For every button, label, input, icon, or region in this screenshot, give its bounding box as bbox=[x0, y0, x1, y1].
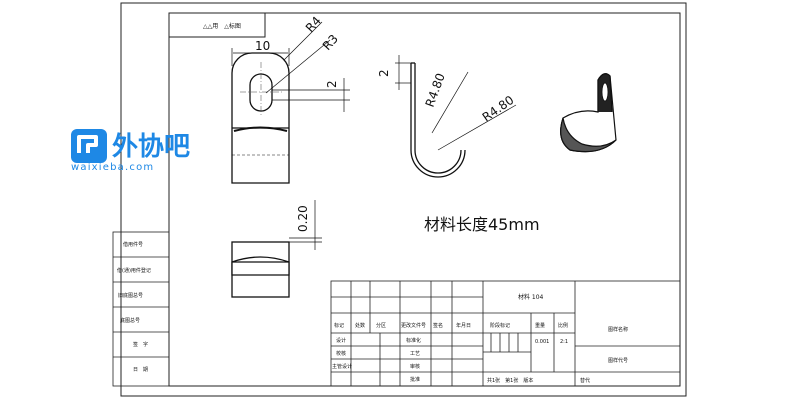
tb-replace: 替代 bbox=[580, 377, 590, 384]
tb-date: 年月日 bbox=[456, 322, 471, 329]
dim-bend-left: R4.80 bbox=[423, 71, 448, 109]
tb-design: 设计 bbox=[336, 337, 346, 344]
tb-scale-label: 比例 bbox=[558, 322, 568, 329]
title-block-grid bbox=[330, 280, 681, 387]
outer-frame bbox=[120, 2, 687, 397]
top-code-text: △△用 △标图 bbox=[203, 22, 241, 30]
material-length-note: 材料长度45mm bbox=[424, 215, 540, 234]
logo-url: waixieba.com bbox=[71, 162, 154, 173]
tb-part-name: 图样名称 bbox=[608, 326, 628, 333]
tb-material: 材料 104 bbox=[518, 293, 544, 301]
side-dims bbox=[395, 55, 517, 151]
strip-old: 旧底图总号 bbox=[118, 292, 143, 299]
tb-mark: 标记 bbox=[334, 322, 344, 329]
dim-slot-offset-label: 2 bbox=[325, 80, 339, 88]
strip-reg: 借(通)用件登记 bbox=[117, 267, 151, 274]
strip-borrow: 借用件号 bbox=[123, 241, 143, 248]
tb-scale: 2:1 bbox=[560, 339, 568, 345]
tb-lead: 主管设计 bbox=[332, 363, 352, 370]
tb-count: 处数 bbox=[355, 322, 365, 329]
tb-approve: 批准 bbox=[410, 376, 420, 383]
dim-width-label: 10 bbox=[255, 39, 270, 53]
strip-sign: 签 字 bbox=[133, 341, 148, 348]
dim-slot-offset bbox=[272, 78, 350, 112]
strip-base: 底图总号 bbox=[120, 317, 140, 324]
tb-part-code: 图样代号 bbox=[608, 357, 628, 364]
front-centerlines bbox=[240, 62, 283, 116]
iso-view bbox=[560, 73, 617, 153]
dim-r4: R4 bbox=[303, 14, 324, 35]
front-body-outline bbox=[231, 52, 290, 184]
top-code-box bbox=[168, 12, 266, 38]
bend-hatch bbox=[233, 126, 288, 132]
tb-check: 校核 bbox=[336, 350, 346, 357]
dim-chamfer bbox=[289, 200, 322, 250]
front-view bbox=[231, 52, 290, 184]
front-slot bbox=[249, 73, 273, 112]
logo-brand: 外协吧 bbox=[112, 132, 190, 162]
tb-weight-label: 重量 bbox=[535, 322, 545, 329]
bottom-view bbox=[231, 241, 290, 298]
tb-change-doc: 更改文件号 bbox=[401, 322, 426, 329]
tb-standard: 标准化 bbox=[406, 337, 421, 344]
left-strip bbox=[112, 231, 170, 387]
dim-width bbox=[231, 48, 290, 66]
dim-thickness: 2 bbox=[377, 69, 391, 77]
inner-frame bbox=[168, 12, 681, 387]
tb-zone: 分区 bbox=[376, 322, 386, 329]
tb-sign: 签名 bbox=[433, 322, 443, 329]
tb-review: 审核 bbox=[410, 363, 420, 370]
strip-date: 日 期 bbox=[133, 367, 148, 373]
dim-bend-right: R4.80 bbox=[480, 93, 517, 125]
hook-outer bbox=[410, 63, 466, 178]
tb-sheet: 共1张 第1张 版本 bbox=[487, 377, 533, 384]
side-view bbox=[410, 62, 466, 178]
tb-process: 工艺 bbox=[410, 351, 420, 357]
tb-stage: 阶段标记 bbox=[490, 322, 510, 329]
brand-logo: 外协吧 waixieba.com bbox=[71, 129, 190, 173]
dim-chamfer-label: 0.20 bbox=[296, 205, 310, 232]
hook-inner bbox=[414, 63, 462, 174]
dim-r3: R3 bbox=[320, 32, 341, 53]
tb-weight: 0.001 bbox=[535, 339, 549, 345]
radius-leaders bbox=[265, 21, 331, 94]
